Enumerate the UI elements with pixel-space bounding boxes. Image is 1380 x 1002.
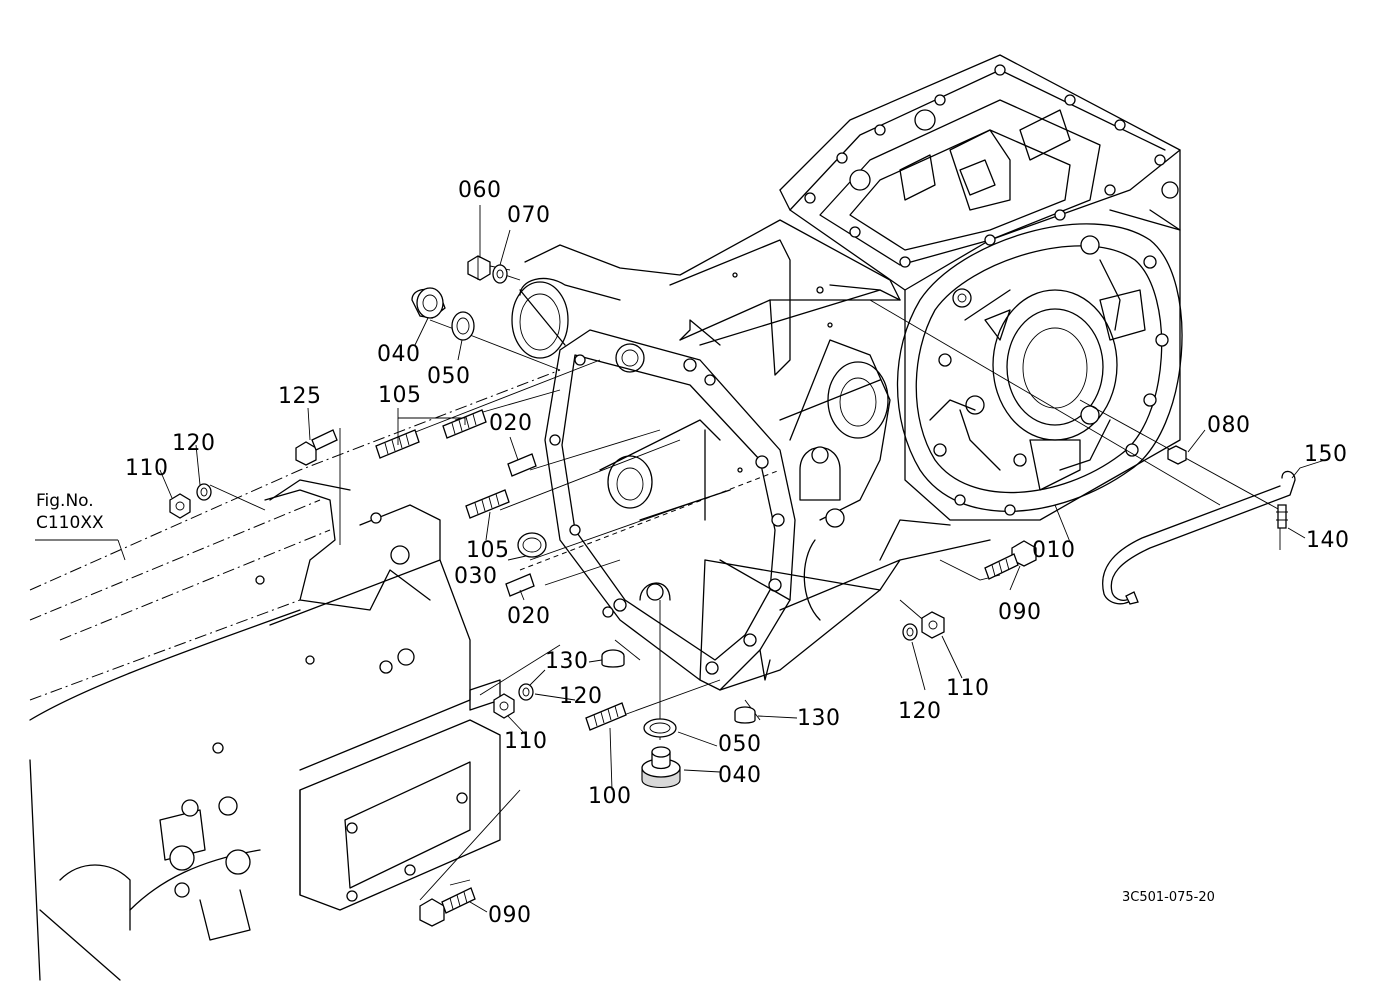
part-120-washer-left[interactable] (196, 483, 212, 501)
callout-150[interactable]: 150 (1304, 442, 1348, 467)
transmission-case-drawing (779, 54, 1183, 611)
part-090-bolt-right[interactable] (984, 540, 1037, 580)
callout-120-left[interactable]: 120 (172, 431, 216, 456)
part-030-seal[interactable] (517, 532, 547, 558)
part-130-plug-left[interactable] (601, 649, 625, 668)
callout-030[interactable]: 030 (454, 564, 498, 589)
part-110-nut-mid[interactable] (493, 693, 515, 719)
callout-060[interactable]: 060 (458, 178, 502, 203)
part-110-nut-right[interactable] (921, 611, 945, 639)
part-070-washer[interactable] (492, 264, 508, 284)
callout-020-lower[interactable]: 020 (507, 604, 551, 629)
callout-090-right[interactable]: 090 (998, 600, 1042, 625)
part-110-nut-left[interactable] (169, 493, 191, 519)
part-050-gasket-lower[interactable] (643, 718, 677, 738)
callout-100[interactable]: 100 (588, 784, 632, 809)
part-120-washer-mid[interactable] (518, 683, 534, 701)
drawing-code: 3C501-075-20 (1122, 890, 1215, 905)
figure-reference-label: Fig.No. (36, 491, 94, 511)
part-105-stud-c[interactable] (465, 489, 510, 519)
figure-reference: Fig.No. C110XX (36, 490, 104, 534)
part-020-pin-upper[interactable] (507, 453, 537, 477)
part-040-plug-upper[interactable] (411, 287, 446, 319)
callout-080[interactable]: 080 (1207, 413, 1251, 438)
part-130-plug-right[interactable] (734, 706, 756, 724)
part-040-plug-lower[interactable] (641, 746, 681, 789)
part-140-fitting[interactable] (1276, 504, 1288, 529)
part-050-gasket-upper[interactable] (451, 311, 475, 341)
callout-130-right[interactable]: 130 (797, 706, 841, 731)
part-150-pipe[interactable] (1102, 470, 1296, 605)
callout-105-lower[interactable]: 105 (466, 538, 510, 563)
callout-020-upper[interactable]: 020 (489, 411, 533, 436)
callout-040-lower[interactable]: 040 (718, 763, 762, 788)
callout-110-left[interactable]: 110 (125, 456, 169, 481)
callout-050-upper[interactable]: 050 (427, 364, 471, 389)
callout-050-lower[interactable]: 050 (718, 732, 762, 757)
callout-040-upper[interactable]: 040 (377, 342, 421, 367)
parts (169, 255, 1296, 927)
figure-reference-number[interactable]: C110XX (36, 513, 104, 533)
part-125-bolt[interactable] (295, 429, 338, 466)
callout-110-mid[interactable]: 110 (504, 729, 548, 754)
callout-140[interactable]: 140 (1306, 528, 1350, 553)
callout-130-left[interactable]: 130 (545, 649, 589, 674)
callout-070[interactable]: 070 (507, 203, 551, 228)
part-105-stud-b[interactable] (442, 409, 487, 439)
callout-090-bottom[interactable]: 090 (488, 903, 532, 928)
callout-125[interactable]: 125 (278, 384, 322, 409)
assembly-center-lines (209, 264, 1281, 901)
part-100-stud[interactable] (585, 702, 627, 731)
callout-010[interactable]: 010 (1032, 538, 1076, 563)
callout-110-right[interactable]: 110 (946, 676, 990, 701)
center-housing-drawing (511, 219, 901, 691)
part-090-bolt-bottom[interactable] (419, 887, 476, 927)
part-105-stud-a[interactable] (375, 429, 420, 459)
part-120-washer-right[interactable] (902, 623, 918, 641)
adjacent-housing-drawing (29, 369, 561, 981)
callout-120-right[interactable]: 120 (898, 699, 942, 724)
callout-105-upper[interactable]: 105 (378, 383, 422, 408)
part-080-plug[interactable] (1167, 445, 1187, 465)
part-060-plug[interactable] (467, 255, 491, 281)
callout-120-mid[interactable]: 120 (559, 684, 603, 709)
part-020-pin-lower[interactable] (505, 573, 535, 597)
leader-lines (35, 205, 1326, 913)
